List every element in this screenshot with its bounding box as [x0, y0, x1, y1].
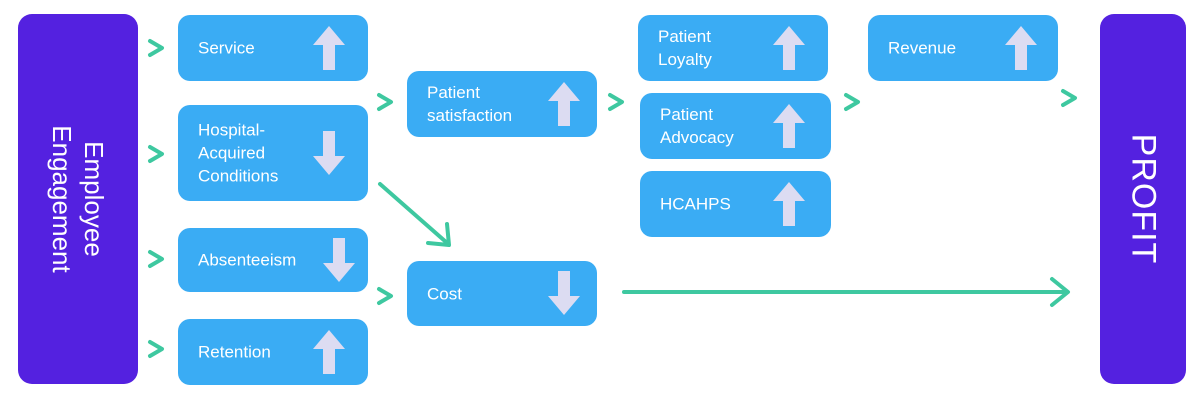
arrow-up-icon	[773, 26, 805, 70]
employee-engagement-label: Employee Engagement	[47, 125, 109, 273]
arrow-down-icon	[548, 271, 580, 315]
hcahps-box: HCAHPS	[640, 171, 831, 237]
diagonal-arrow-icon	[378, 182, 451, 247]
arrow-up-icon	[773, 104, 805, 148]
arrow-up-icon	[1005, 26, 1037, 70]
arrow-up-icon	[773, 182, 805, 226]
long-arrow-right-icon	[622, 277, 1070, 307]
service-box: Service	[178, 15, 368, 81]
revenue-label: Revenue	[888, 38, 957, 58]
retention-box: Retention	[178, 319, 368, 385]
chevron-right-icon	[844, 93, 860, 111]
service-label: Service	[198, 38, 255, 58]
chevron-right-icon	[1061, 89, 1077, 107]
arrow-down-icon	[313, 131, 345, 175]
arrow-up-icon	[313, 26, 345, 70]
chevron-right-icon	[148, 39, 164, 57]
hcahps-label: HCAHPS	[660, 194, 731, 214]
profit-pillar: PROFIT	[1100, 14, 1186, 384]
chevron-right-icon	[377, 93, 393, 111]
patient-satisfaction-box: Patient satisfaction	[407, 71, 597, 137]
revenue-box: Revenue	[868, 15, 1058, 81]
patient-advocacy-label: Patient Advocacy	[660, 105, 734, 147]
chevron-right-icon	[377, 287, 393, 305]
absenteeism-label: Absenteeism	[198, 250, 297, 270]
patient-loyalty-box: Patient Loyalty	[638, 15, 828, 81]
hospital-acquired-conditions-label: Hospital- Acquired Conditions	[198, 120, 279, 186]
chevron-right-icon	[608, 93, 624, 111]
chevron-right-icon	[148, 340, 164, 358]
patient-loyalty-label: Patient Loyalty	[658, 27, 712, 69]
retention-label: Retention	[198, 342, 271, 362]
arrow-down-icon	[323, 238, 355, 282]
hospital-acquired-conditions-box: Hospital- Acquired Conditions	[178, 105, 368, 201]
patient-advocacy-box: Patient Advocacy	[640, 93, 831, 159]
chevron-right-icon	[148, 250, 164, 268]
arrow-up-icon	[313, 330, 345, 374]
arrow-up-icon	[548, 82, 580, 126]
employee-engagement-pillar: Employee Engagement	[18, 14, 138, 384]
cost-label: Cost	[427, 284, 462, 303]
chevron-right-icon	[148, 145, 164, 163]
profit-label: PROFIT	[1124, 133, 1163, 265]
absenteeism-box: Absenteeism	[178, 228, 368, 292]
patient-satisfaction-label: Patient satisfaction	[427, 83, 513, 125]
cost-box: Cost	[407, 261, 597, 326]
